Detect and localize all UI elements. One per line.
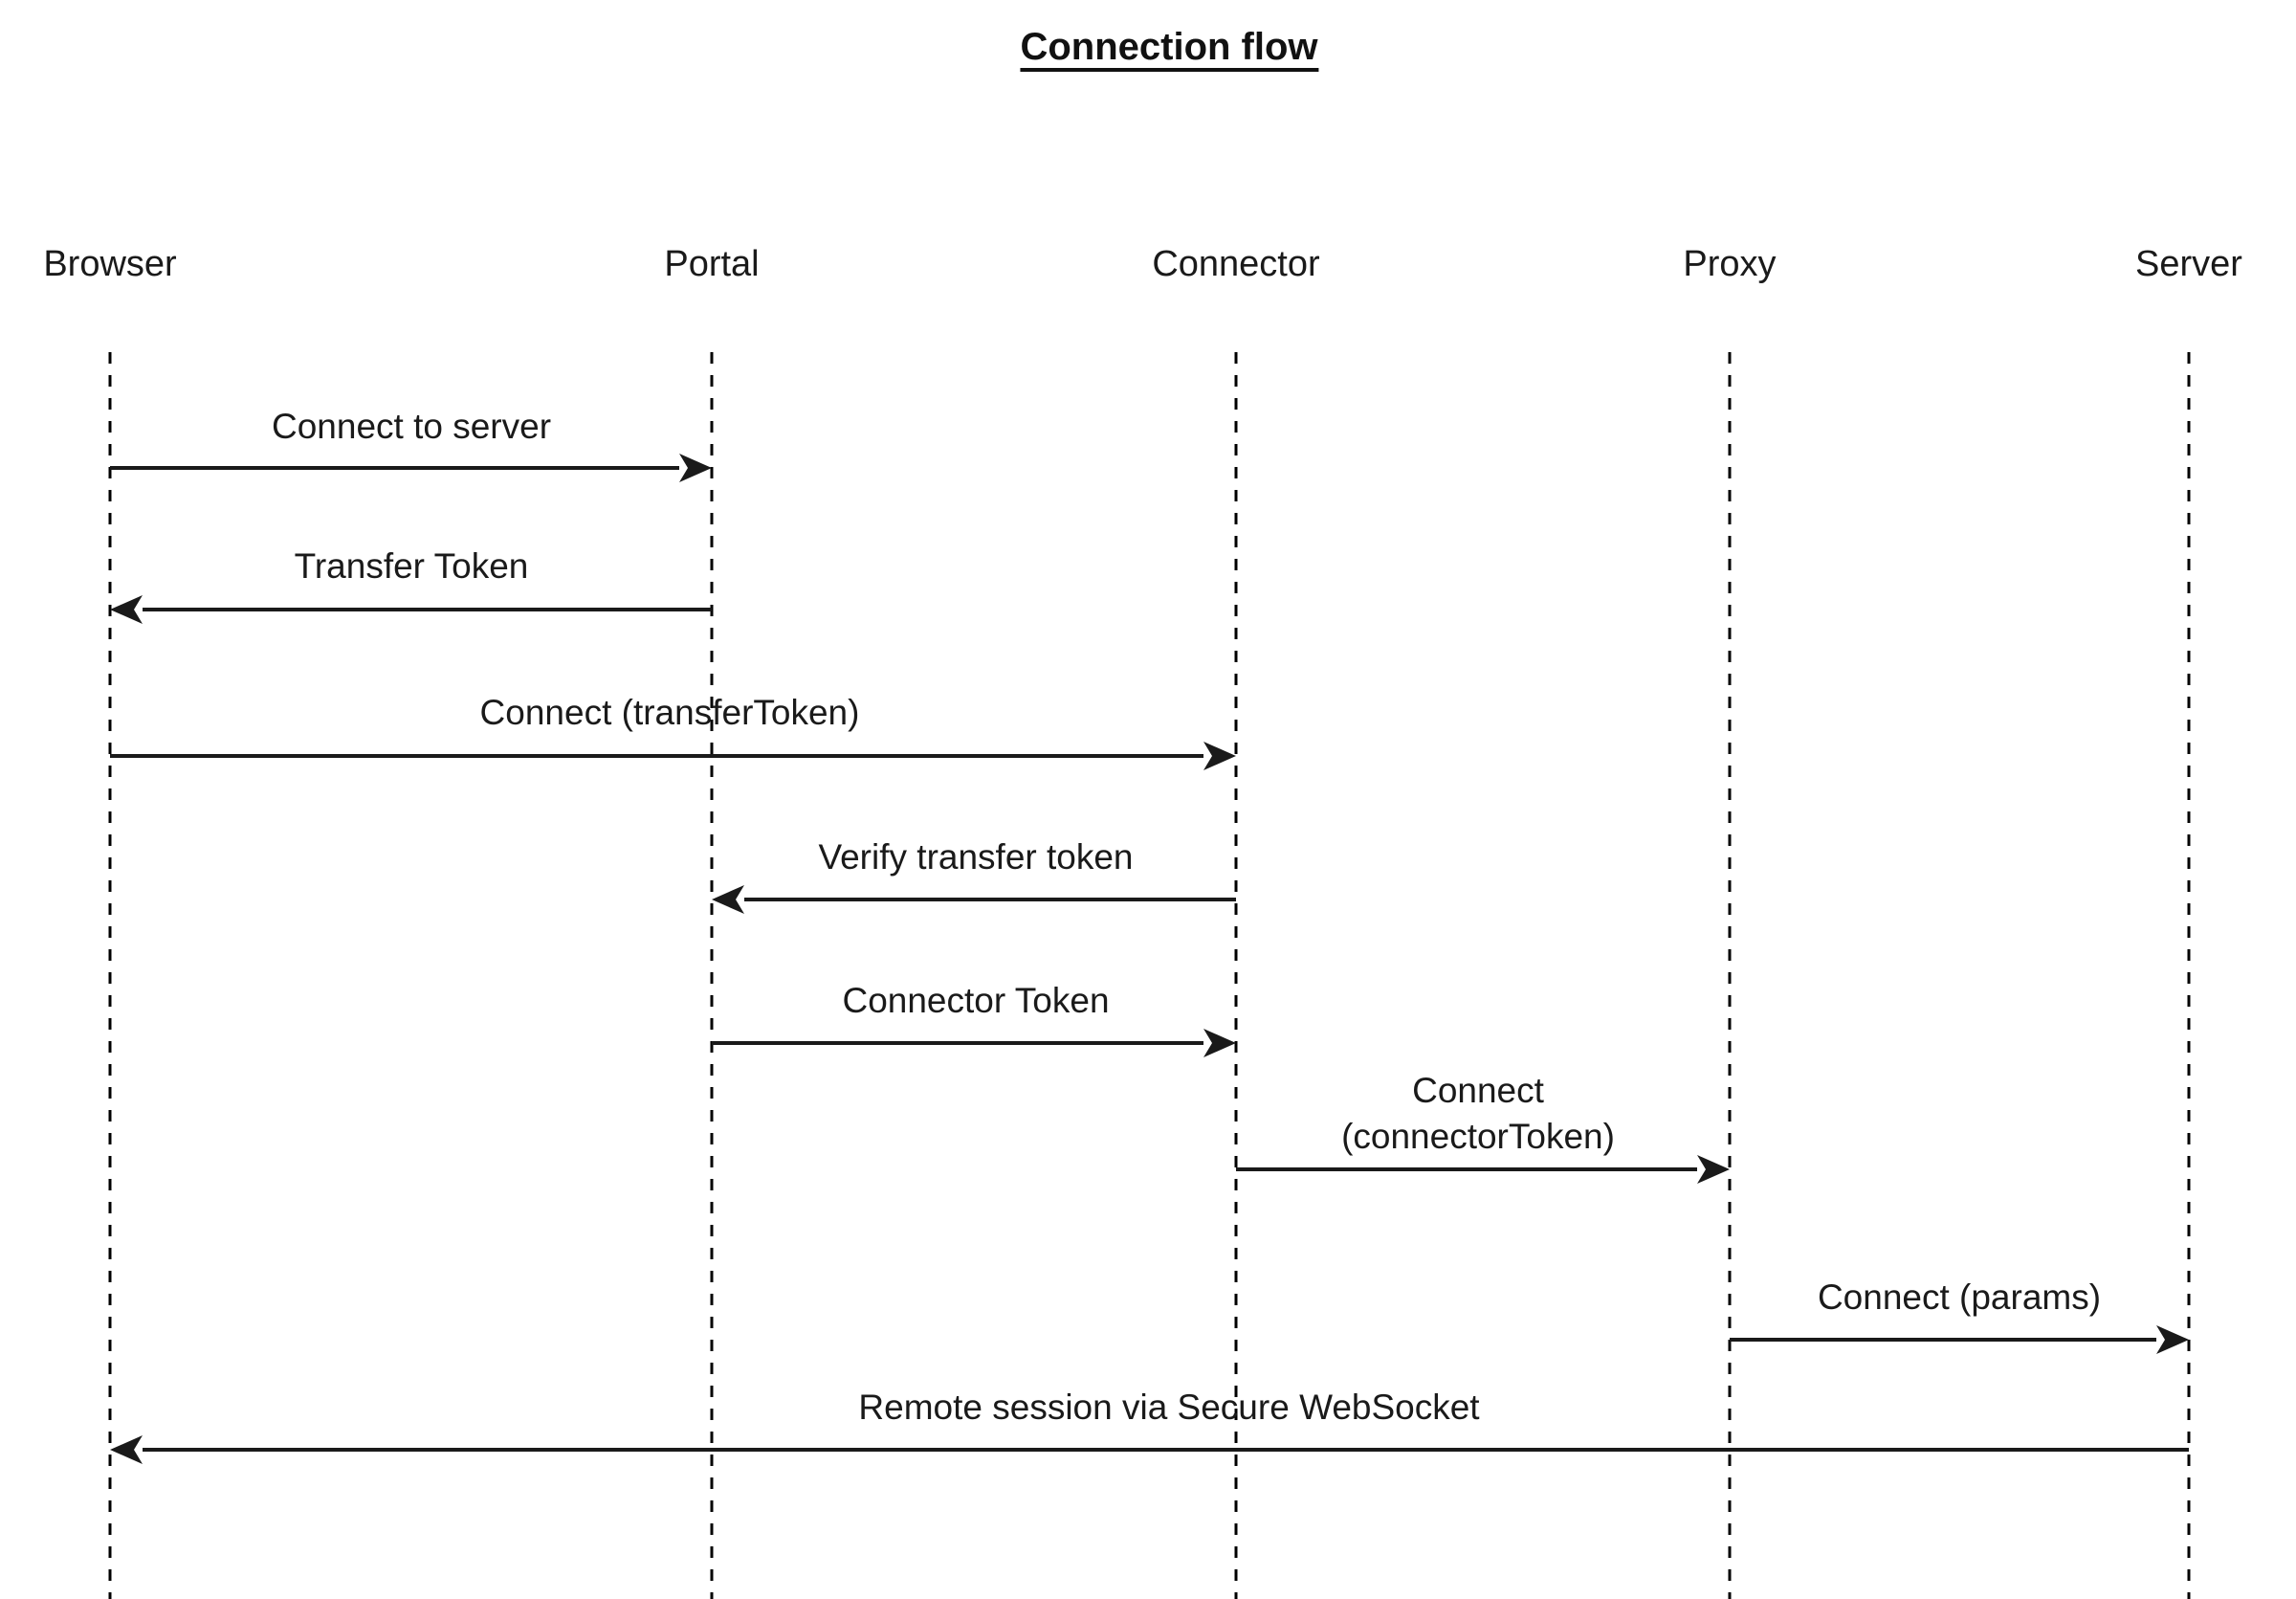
arrow-head-connect-transfer-token bbox=[1203, 742, 1236, 770]
message-label-connect-to-server: Connect to server bbox=[272, 407, 551, 446]
message-label-transfer-token: Transfer Token bbox=[295, 546, 529, 586]
participants-layer: Browser Portal Connector Proxy Server bbox=[43, 244, 2242, 284]
participant-label-portal: Portal bbox=[664, 244, 759, 284]
message-verify-transfer-token: Verify transfer token bbox=[712, 837, 1236, 914]
message-remote-session: Remote session via Secure WebSocket bbox=[110, 1388, 2189, 1464]
arrow-head-connector-token bbox=[1203, 1029, 1236, 1057]
message-connect-transfer-token: Connect (transferToken) bbox=[110, 693, 1236, 770]
lifelines-layer bbox=[108, 352, 2191, 1599]
message-transfer-token: Transfer Token bbox=[110, 546, 712, 624]
arrow-head-connect-params bbox=[2156, 1325, 2189, 1354]
message-connect-connector-token: Connect(connectorToken) bbox=[1236, 1071, 1730, 1184]
arrow-head-transfer-token bbox=[110, 595, 143, 624]
message-connector-token: Connector Token bbox=[712, 981, 1236, 1057]
message-label-connect-connector-token: Connect(connectorToken) bbox=[1341, 1071, 1615, 1156]
message-label-connector-token: Connector Token bbox=[842, 981, 1109, 1020]
participant-label-connector: Connector bbox=[1152, 244, 1320, 284]
arrow-head-connect-to-server bbox=[679, 454, 712, 482]
participant-label-browser: Browser bbox=[43, 244, 177, 284]
message-connect-to-server: Connect to server bbox=[110, 407, 712, 482]
message-label-remote-session: Remote session via Secure WebSocket bbox=[858, 1388, 1480, 1427]
diagram-title-group: Connection flow bbox=[1020, 26, 1319, 72]
message-connect-params: Connect (params) bbox=[1730, 1277, 2189, 1354]
message-label-verify-transfer-token: Verify transfer token bbox=[818, 837, 1133, 877]
participant-label-proxy: Proxy bbox=[1683, 244, 1776, 284]
message-label-connect-transfer-token: Connect (transferToken) bbox=[480, 693, 860, 732]
page-title: Connection flow bbox=[1020, 26, 1318, 68]
arrow-head-connect-connector-token bbox=[1697, 1155, 1730, 1184]
participant-label-server: Server bbox=[2135, 244, 2242, 284]
arrow-head-verify-transfer-token bbox=[712, 885, 744, 914]
arrow-head-remote-session bbox=[110, 1435, 143, 1464]
message-label-connect-params: Connect (params) bbox=[1818, 1277, 2101, 1317]
